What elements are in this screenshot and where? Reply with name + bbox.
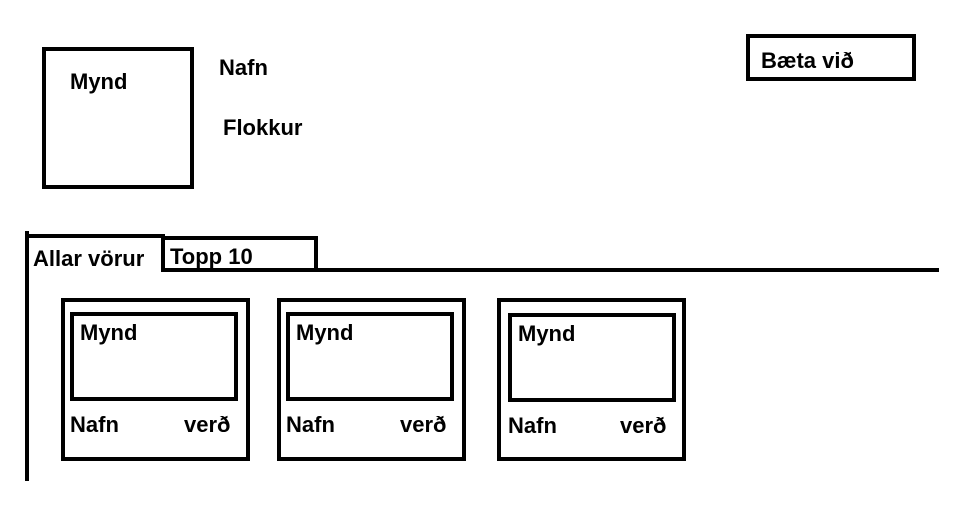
tab-all-products-label: Allar vörur xyxy=(33,246,145,271)
add-button[interactable]: Bæta við xyxy=(746,34,916,81)
product-image-placeholder: Mynd xyxy=(286,312,454,401)
product-price: verð xyxy=(184,412,231,437)
product-card[interactable]: Mynd Nafn verð xyxy=(277,298,466,461)
category-label: Flokkur xyxy=(223,115,303,140)
product-name: Nafn xyxy=(286,412,335,437)
product-image-label: Mynd xyxy=(518,321,576,346)
product-card[interactable]: Mynd Nafn verð xyxy=(497,298,686,461)
product-name: Nafn xyxy=(70,412,119,437)
product-card[interactable]: Mynd Nafn verð xyxy=(61,298,250,461)
product-image-placeholder: Mynd xyxy=(508,313,676,402)
name-label: Nafn xyxy=(219,55,268,80)
profile-image-placeholder: Mynd xyxy=(42,47,194,189)
product-image-label: Mynd xyxy=(80,320,138,345)
product-image-label: Mynd xyxy=(296,320,354,345)
product-price: verð xyxy=(620,413,667,438)
tab-bar-divider xyxy=(161,268,939,272)
profile-image-label: Mynd xyxy=(70,69,128,94)
add-button-label: Bæta við xyxy=(761,48,854,73)
product-price: verð xyxy=(400,412,447,437)
product-name: Nafn xyxy=(508,413,557,438)
tab-top-10[interactable]: Topp 10 xyxy=(161,236,318,272)
tab-top-10-label: Topp 10 xyxy=(170,244,253,269)
product-image-placeholder: Mynd xyxy=(70,312,238,401)
tab-panel-left-border xyxy=(25,231,29,481)
tab-all-products[interactable]: Allar vörur xyxy=(25,234,165,272)
